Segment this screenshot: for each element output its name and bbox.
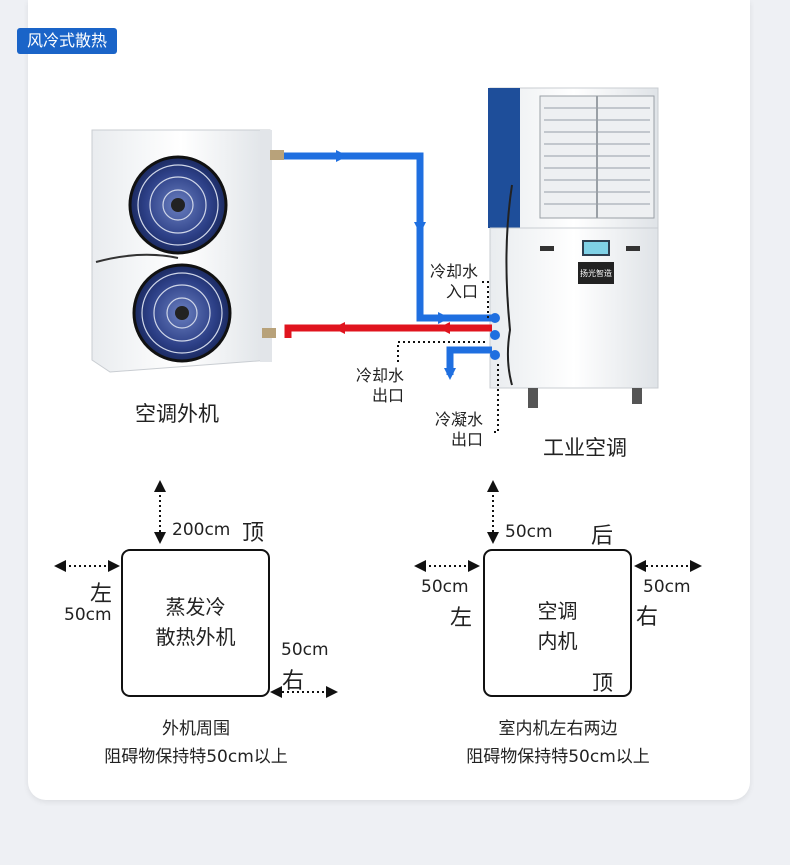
fan-icon [128, 155, 228, 255]
left-side-label: 左 [450, 606, 473, 631]
outdoor-unit-illustration [91, 129, 284, 373]
box-label-line: 散热外机 [155, 625, 236, 649]
leader-lines [397, 281, 499, 433]
pipe-label-line: 冷凝水 [435, 410, 484, 429]
pipe-label-line: 冷却水 [356, 366, 405, 385]
caption-line: 室内机左右两边 [498, 719, 618, 739]
indoor-unit-illustration: 扬光智造 [488, 87, 659, 408]
box-label-line: 蒸发冷 [165, 595, 226, 619]
left-clearance-diagram [54, 480, 338, 698]
right-clearance-value: 50cm [643, 577, 691, 597]
outdoor-unit-label: 空调外机 [135, 402, 219, 426]
condensate-outlet-label: 冷凝水 出口 [435, 410, 483, 450]
top-clearance-value: 200cm [172, 520, 231, 540]
caption-line: 阻碍物保持特50cm以上 [466, 747, 650, 767]
pipe-label-line: 入口 [446, 282, 479, 301]
box-label-line: 空调 [537, 599, 578, 623]
left-clearance-value: 50cm [64, 605, 112, 625]
back-side-label: 后 [591, 524, 614, 549]
back-clearance-value: 50cm [505, 522, 553, 542]
left-side-label: 左 [90, 582, 113, 607]
left-diagram-caption: 外机周围 阻碍物保持特50cm以上 [62, 715, 330, 771]
brand-plate: 扬光智造 [580, 268, 612, 278]
left-clearance-value: 50cm [421, 577, 469, 597]
outdoor-unit-box-label: 蒸发冷 散热外机 [122, 592, 269, 652]
box-label-line: 内机 [537, 629, 578, 653]
hot-water-pipe [284, 322, 492, 338]
cold-water-pipe [284, 150, 492, 324]
right-clearance-value: 50cm [281, 640, 329, 660]
condensate-pipe [444, 346, 492, 380]
indoor-unit-label: 工业空调 [543, 436, 627, 460]
section-title-badge: 风冷式散热 [17, 28, 118, 54]
cooling-water-outlet-label: 冷却水 出口 [356, 366, 404, 406]
inner-top-label: 顶 [592, 671, 613, 695]
cooling-water-inlet-label: 冷却水 入口 [430, 262, 478, 302]
right-side-label: 右 [636, 605, 659, 630]
pipe-label-line: 出口 [372, 386, 405, 405]
caption-line: 外机周围 [162, 719, 230, 739]
pipe-label-line: 冷却水 [430, 262, 479, 281]
right-diagram-caption: 室内机左右两边 阻碍物保持特50cm以上 [424, 715, 692, 771]
pipe-label-line: 出口 [451, 430, 484, 449]
indoor-unit-box-label: 空调 内机 [484, 596, 631, 656]
caption-line: 阻碍物保持特50cm以上 [104, 747, 288, 767]
right-clearance-diagram [414, 480, 702, 697]
top-side-label: 顶 [242, 521, 265, 546]
right-side-label: 右 [282, 669, 305, 694]
fan-icon [132, 263, 232, 363]
